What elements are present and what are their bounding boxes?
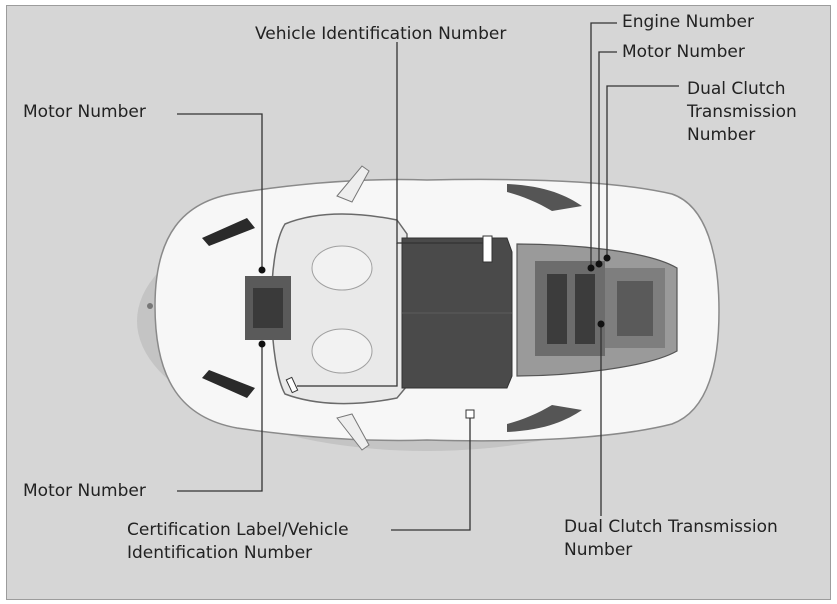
label-motor-number-left-top: Motor Number: [23, 102, 146, 123]
seat-right: [312, 329, 372, 373]
label-dual-clutch-top-right-line2: Transmission: [687, 102, 797, 123]
diagram-frame: Vehicle Identification Number Engine Num…: [6, 5, 831, 600]
label-dual-clutch-top-right-line3: Number: [687, 125, 755, 146]
label-dual-clutch-bottom-line1: Dual Clutch Transmission: [564, 517, 778, 538]
seat-left: [312, 246, 372, 290]
label-certification-line2: Identification Number: [127, 543, 312, 564]
front-logo: [147, 303, 153, 309]
cert-label-marker: [466, 410, 474, 418]
label-vehicle-identification-number: Vehicle Identification Number: [255, 24, 506, 45]
label-motor-number-left-bottom: Motor Number: [23, 481, 146, 502]
label-dual-clutch-bottom-line2: Number: [564, 540, 632, 561]
cabin-glass: [271, 214, 407, 403]
vin-plate-marker: [483, 236, 492, 262]
label-dual-clutch-top-right-line1: Dual Clutch: [687, 79, 786, 100]
label-certification-line1: Certification Label/Vehicle: [127, 520, 349, 541]
label-engine-number: Engine Number: [622, 12, 754, 33]
label-motor-number-top-right: Motor Number: [622, 42, 745, 63]
